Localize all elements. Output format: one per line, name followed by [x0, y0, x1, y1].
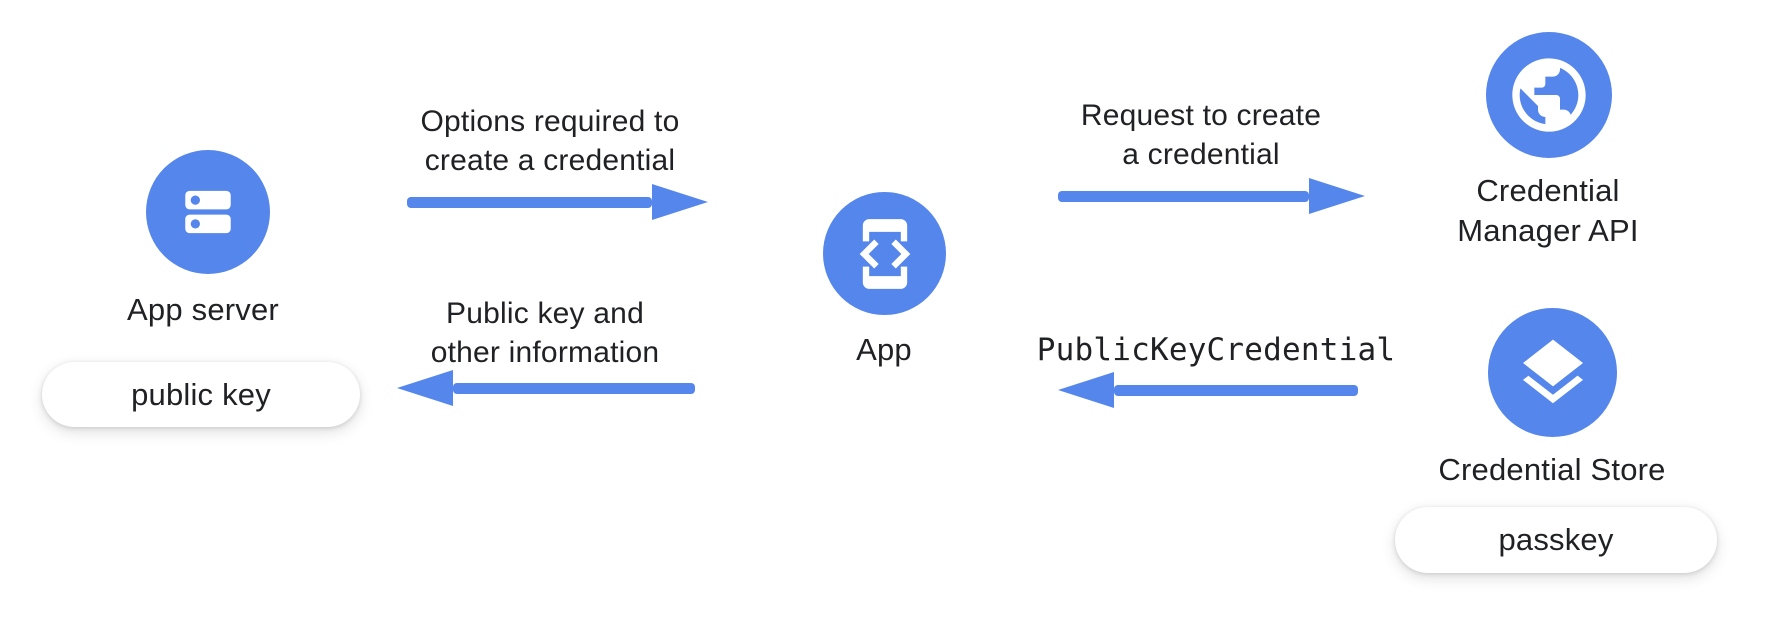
- app-server-node: [146, 150, 270, 274]
- public-key-info-arrow-left-icon: [397, 370, 695, 406]
- public-key-credential-arrow-left-icon: [1058, 372, 1358, 408]
- server-icon: [177, 181, 239, 243]
- options-arrow-label: Options required to create a credential: [420, 105, 680, 177]
- passkey-pill-label: passkey: [1498, 522, 1614, 557]
- credential-store-label: Credential Store: [1438, 452, 1666, 487]
- request-arrow-label: Request to create a credential: [1080, 99, 1322, 171]
- layers-icon: [1513, 333, 1593, 413]
- credential-manager-api-node: [1486, 32, 1612, 158]
- options-arrow-right-icon: [407, 184, 708, 220]
- public-key-info-arrow-label: Public key and other information: [430, 297, 660, 369]
- credential-store-node: [1488, 308, 1617, 437]
- public-key-pill-label: public key: [131, 376, 271, 412]
- app-label: App: [856, 332, 912, 367]
- app-node: [823, 192, 946, 315]
- request-arrow-right-icon: [1058, 178, 1365, 214]
- phone-code-icon: [847, 216, 923, 292]
- credential-manager-api-label: Credential Manager API: [1457, 173, 1639, 248]
- passkey-pill: passkey: [1395, 507, 1717, 573]
- globe-icon: [1505, 51, 1593, 139]
- public-key-pill: public key: [42, 362, 360, 427]
- public-key-credential-arrow-label: PublicKeyCredential: [1036, 332, 1396, 368]
- app-server-label: App server: [127, 292, 279, 327]
